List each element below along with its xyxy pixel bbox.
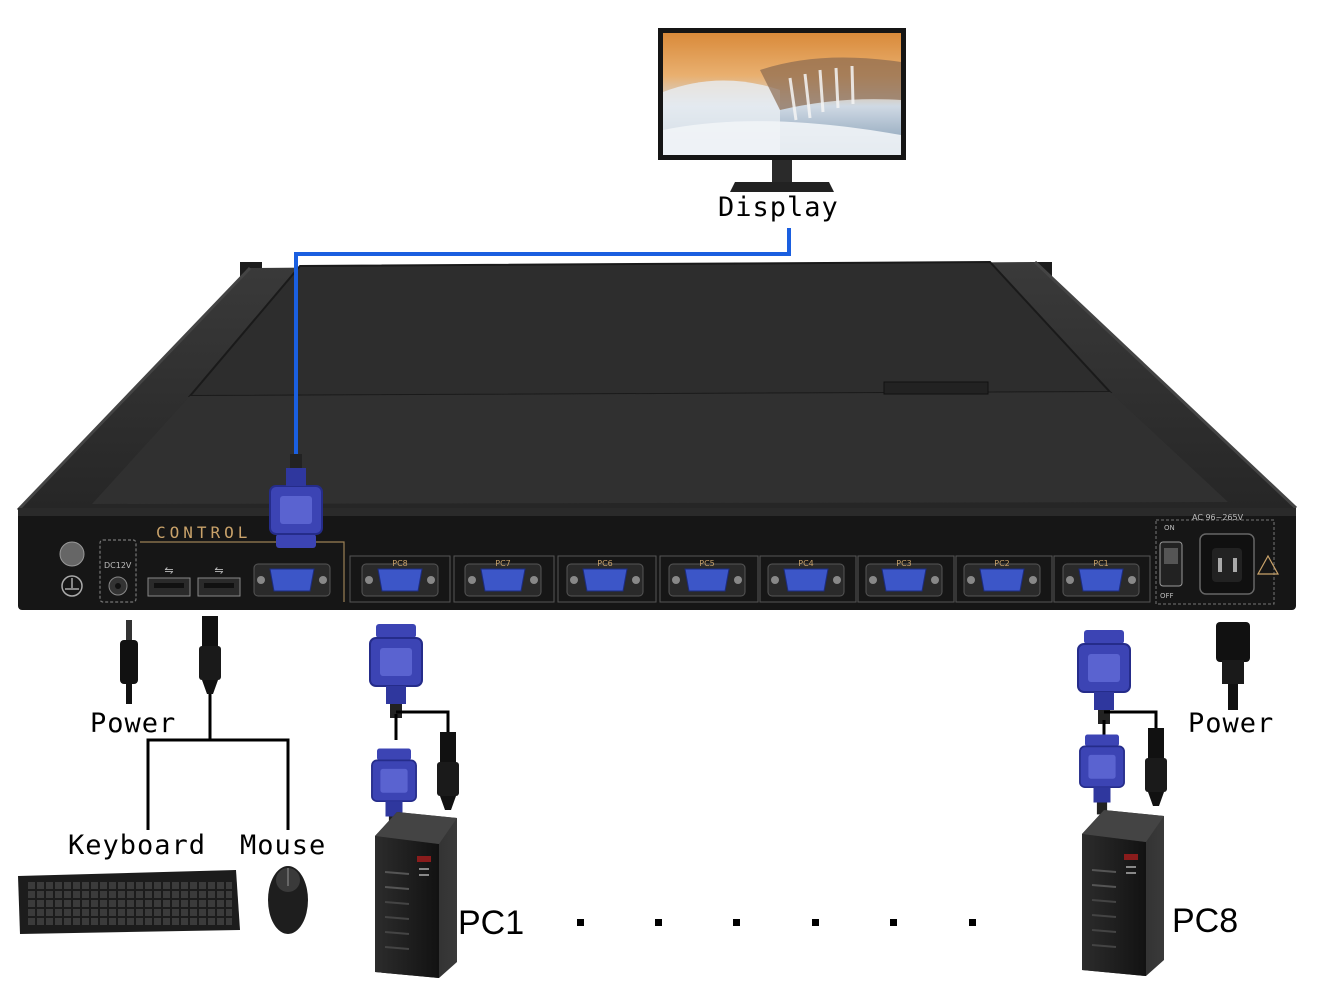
- mouse-label: Mouse: [240, 830, 326, 861]
- svg-text:⇋: ⇋: [164, 564, 173, 577]
- port-label-pc6: PC6: [597, 559, 613, 568]
- port-label-pc5: PC5: [699, 559, 715, 568]
- ac-power-plug: [1216, 622, 1250, 710]
- keyboard-label: Keyboard: [68, 830, 206, 861]
- dc-label: DC12V: [104, 561, 132, 570]
- pc1-label: PC1: [458, 904, 524, 943]
- port-label-pc2: PC2: [994, 559, 1010, 568]
- power-label-left: Power: [90, 708, 176, 739]
- dc-power-plug: [120, 620, 138, 704]
- ellipsis-dot: [577, 919, 584, 926]
- pc8-tower: [1082, 810, 1164, 976]
- control-label: CONTROL: [156, 523, 251, 542]
- ellipsis-dot: [890, 919, 897, 926]
- display-label: Display: [718, 192, 839, 223]
- pc1-tower: [375, 812, 457, 978]
- port-label-pc7: PC7: [495, 559, 511, 568]
- pc8-cable: [1078, 630, 1167, 814]
- ellipsis-dot: [969, 919, 976, 926]
- switch-off-label: OFF: [1160, 592, 1174, 600]
- pc8-label: PC8: [1172, 902, 1238, 941]
- monitor: [658, 28, 906, 192]
- port-label-pc1: PC1: [1093, 559, 1109, 568]
- power-label-right: Power: [1188, 708, 1274, 739]
- port-label-pc4: PC4: [798, 559, 814, 568]
- switch-on-label: ON: [1164, 524, 1175, 532]
- port-label-pc3: PC3: [896, 559, 912, 568]
- port-label-pc8: PC8: [392, 559, 408, 568]
- ac-label: AC 96~265V: [1192, 513, 1244, 522]
- ellipsis-dot: [733, 919, 740, 926]
- ellipsis-dot: [655, 919, 662, 926]
- ellipsis-dot: [812, 919, 819, 926]
- svg-text:⇋: ⇋: [214, 564, 223, 577]
- kvm-device: ⇋ ⇋ PC8 PC7 PC6 PC5 PC4: [18, 262, 1296, 610]
- pc1-cable: [370, 624, 459, 828]
- mouse-device: [268, 866, 308, 934]
- keyboard-keys: [26, 880, 232, 926]
